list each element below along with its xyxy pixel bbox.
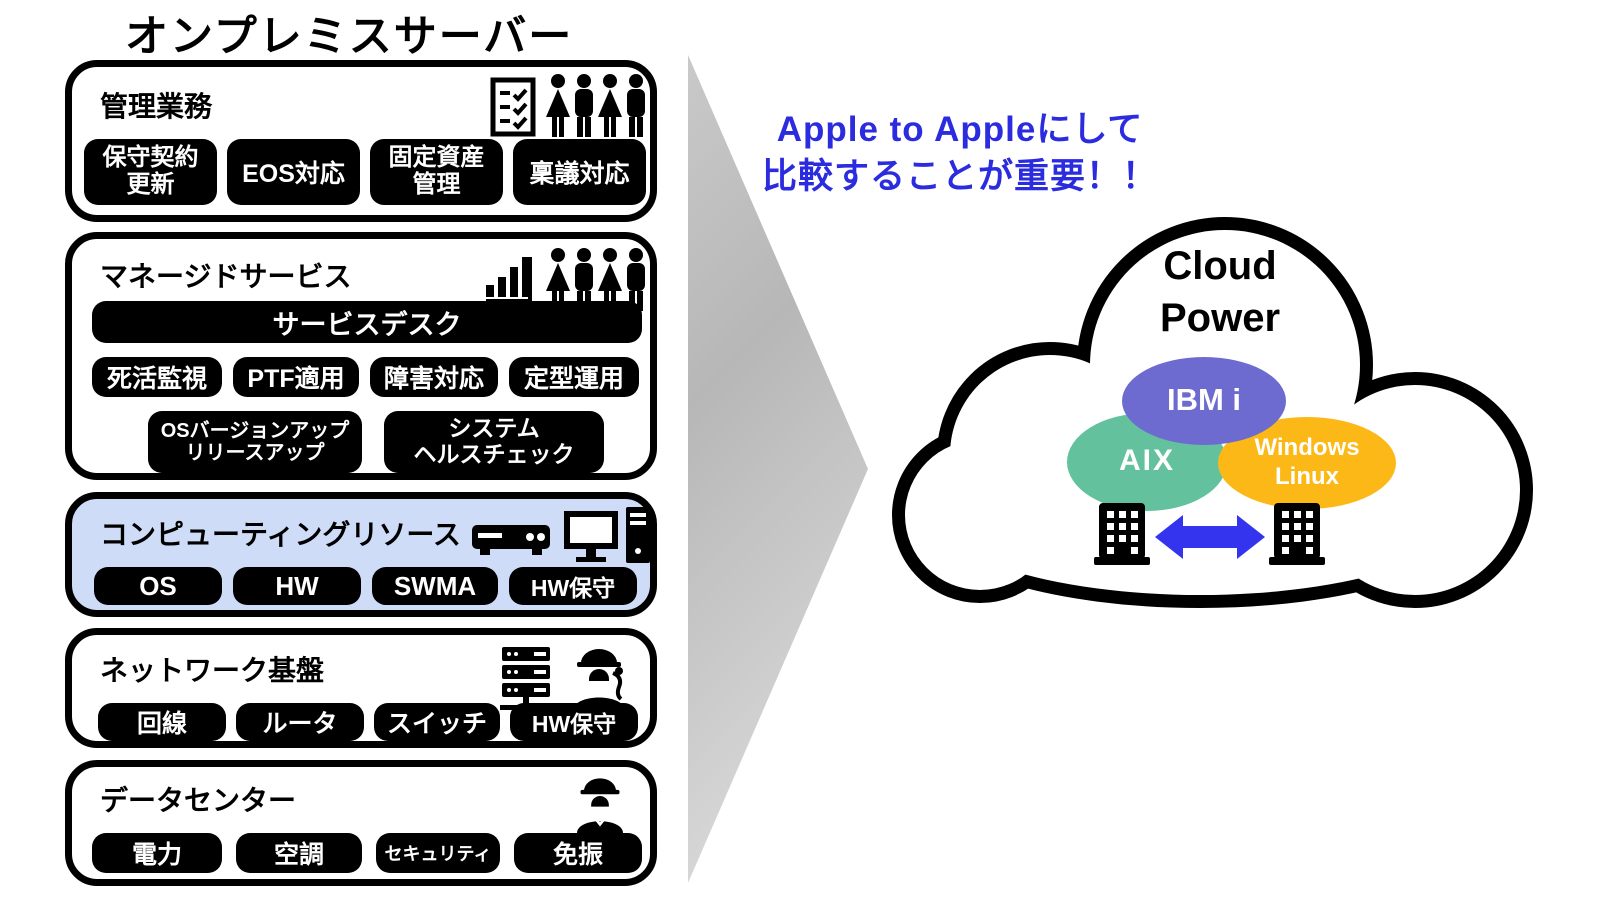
pill-ptf: PTF適用 — [233, 357, 359, 397]
server-rack-icon — [500, 647, 552, 710]
section-management: 管理業務 保守契約 更新 EOS対応 固定資産 管理 稟議対応 — [65, 60, 657, 222]
engineer-icon — [576, 778, 624, 834]
cloud-title: Cloud Power — [1159, 244, 1281, 340]
platform-aix-label: AIX — [1118, 444, 1175, 477]
section-datacenter-title: データセンター — [100, 785, 297, 816]
building-icon — [1269, 503, 1325, 565]
section-managed-services: マネージドサービス サービスデスク 死活監視 PTF適用 障害対応 定型運用 — [65, 232, 657, 480]
platform-windows-linux-label: Windows Linux — [1254, 434, 1360, 490]
pill-os: OS — [94, 567, 222, 605]
pill-eos: EOS対応 — [227, 139, 360, 205]
page-title: オンプレミスサーバー — [125, 13, 574, 61]
pill-network-hw-hoshu: HW保守 — [510, 703, 638, 741]
pill-swma: SWMA — [372, 567, 498, 605]
pill-seismic: 免振 — [514, 833, 642, 873]
pill-line: 回線 — [98, 703, 226, 741]
section-managed-title: マネージドサービス — [100, 261, 352, 292]
section-network: ネットワーク基盤 — [65, 628, 657, 748]
platform-ibmi-label: IBM i — [1166, 382, 1242, 417]
checklist-icon — [490, 77, 536, 137]
section-datacenter: データセンター 電力 空調 セキュリティ 免振 — [65, 760, 657, 886]
platform-ibmi-ellipse — [1122, 357, 1286, 445]
pill-hw-hoshu: HW保守 — [509, 567, 637, 605]
pill-incident-response: 障害対応 — [370, 357, 498, 397]
pill-hw: HW — [233, 567, 361, 605]
pill-fixed-asset: 固定資産 管理 — [370, 139, 503, 205]
pill-hvac: 空調 — [236, 833, 362, 873]
annotation-text: Apple to Appleにして 比較することが重要！！ — [761, 110, 1158, 197]
pill-router: ルータ — [236, 703, 364, 741]
people-group-icon — [546, 74, 645, 137]
pill-routine-ops: 定型運用 — [509, 357, 639, 397]
pill-security: セキュリティ — [376, 833, 500, 873]
pill-service-desk: サービスデスク — [92, 301, 642, 343]
people-group-icon — [546, 248, 645, 311]
platform-windows-linux-ellipse — [1218, 417, 1396, 509]
pill-alive-monitoring: 死活監視 — [92, 357, 222, 397]
section-management-title: 管理業務 — [100, 91, 213, 122]
section-computing-title: コンピューティングリソース — [100, 519, 461, 550]
pill-os-version-up: OSバージョンアップ リリースアップ — [148, 411, 362, 473]
building-icon — [1094, 503, 1150, 565]
section-network-title: ネットワーク基盤 — [100, 655, 325, 686]
pill-switch: スイッチ — [374, 703, 500, 741]
cloud-shape — [892, 217, 1533, 608]
pill-power: 電力 — [92, 833, 222, 873]
desktop-pc-icon — [564, 507, 650, 563]
server-appliance-icon — [472, 525, 550, 555]
double-arrow-icon — [1155, 515, 1265, 559]
bar-chart-icon — [486, 257, 532, 303]
pill-maintenance-contract: 保守契約 更新 — [84, 139, 217, 205]
pill-health-check: システム ヘルスチェック — [384, 411, 604, 473]
section-computing: コンピューティングリソース OS HW SWMA HW保守 — [65, 492, 657, 617]
pill-ringi: 稟議対応 — [513, 139, 646, 205]
